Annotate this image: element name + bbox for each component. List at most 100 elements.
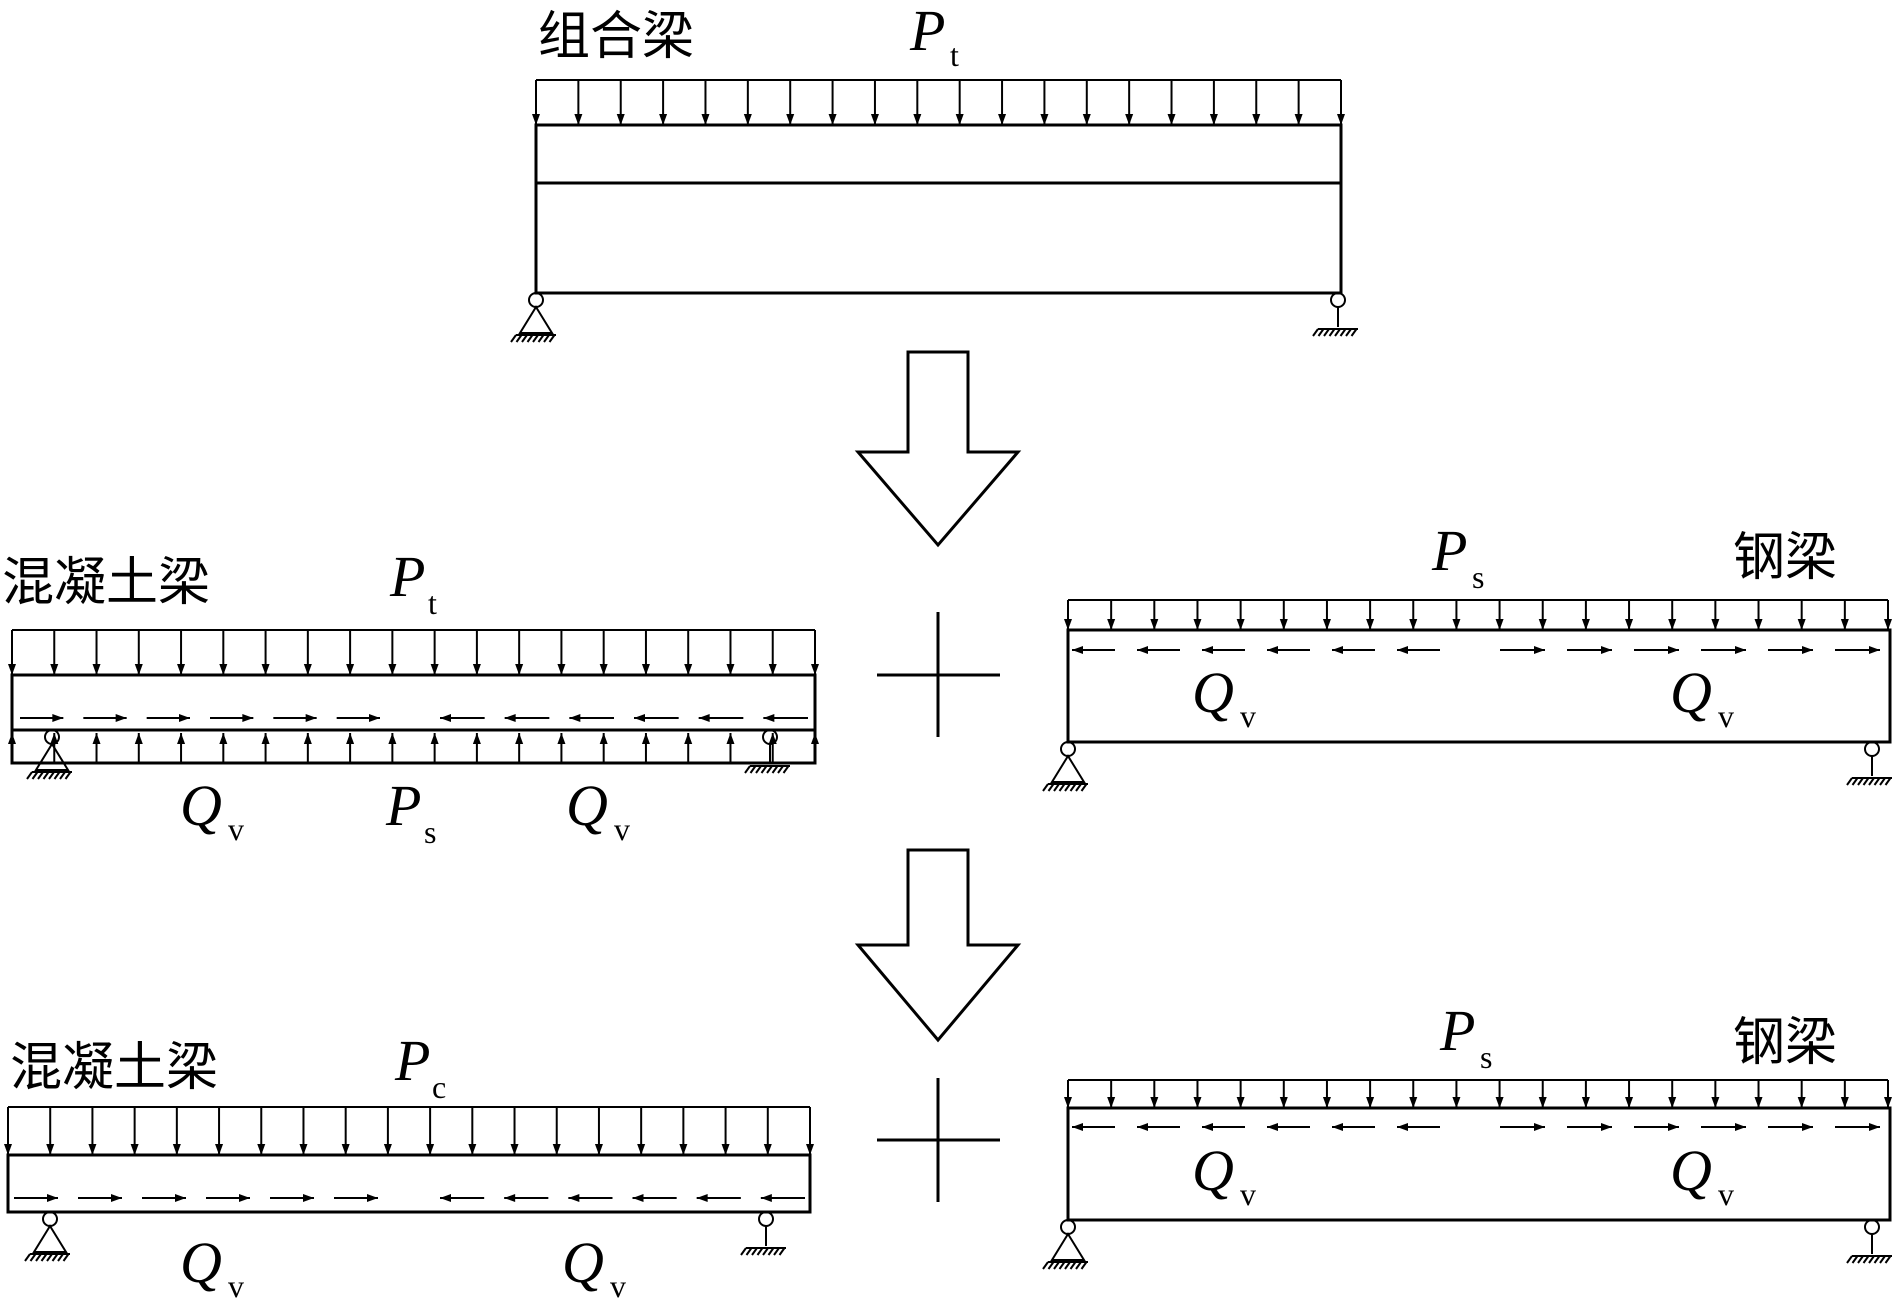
hatch: [1851, 777, 1859, 786]
arrowhead: [1072, 646, 1083, 654]
arrowhead: [219, 733, 228, 744]
hatch: [1334, 328, 1341, 337]
hatch: [51, 1253, 59, 1262]
arrowhead: [472, 733, 481, 744]
arrowhead: [1366, 1097, 1375, 1108]
plus-sign-icon: [877, 612, 1000, 737]
bottom-load-label: P s: [385, 773, 436, 850]
arrowhead: [599, 733, 608, 744]
arrowhead: [1337, 114, 1345, 125]
arrowhead: [1322, 1097, 1331, 1108]
hatch: [1047, 783, 1055, 792]
interface-shear-arrows: [1072, 1123, 1880, 1131]
arrowhead: [1397, 1123, 1408, 1131]
arrowhead: [426, 1144, 435, 1155]
hatch: [1075, 1261, 1082, 1270]
hatch: [24, 1253, 31, 1262]
composite-beam-body: [534, 123, 1343, 295]
arrowhead: [1884, 1097, 1892, 1108]
arrowhead: [721, 1144, 730, 1155]
arrowhead: [1495, 1097, 1504, 1108]
shear-subscript: v: [1718, 1176, 1734, 1212]
hatch: [745, 1247, 753, 1256]
hatch: [1047, 1261, 1055, 1270]
composite-beam-title: 组合梁: [538, 7, 694, 67]
arrowhead: [346, 733, 355, 744]
hinge: [1330, 292, 1346, 308]
arrowhead: [1711, 619, 1720, 630]
arrowhead: [472, 664, 481, 675]
shear-symbol: Q: [566, 773, 608, 838]
arrowhead: [557, 733, 566, 744]
arrowhead: [515, 733, 524, 744]
arrowhead: [763, 1144, 772, 1155]
arrowhead: [1668, 619, 1677, 630]
hatch: [26, 771, 33, 780]
hatch: [1064, 783, 1071, 792]
hatch: [782, 765, 790, 774]
arrowhead: [115, 714, 127, 722]
arrowhead: [341, 1144, 350, 1155]
hatch: [57, 1253, 64, 1262]
triangle: [518, 305, 554, 334]
decompose-arrow-icon: [854, 848, 1022, 1043]
hinge: [1060, 741, 1076, 757]
load-symbol: P: [385, 773, 421, 838]
arrowhead: [388, 733, 397, 744]
arrowhead: [641, 733, 650, 744]
arrowhead: [510, 1144, 519, 1155]
load-symbol: P: [394, 1028, 430, 1093]
arrowhead: [1869, 1123, 1880, 1131]
roller-support-icon: [744, 729, 790, 774]
concrete-beam-title: 混凝土梁: [10, 1038, 218, 1098]
concrete-beam-body: [6, 1153, 812, 1214]
hatch: [1873, 777, 1881, 786]
arrowhead: [1668, 1123, 1679, 1131]
arrowhead: [179, 714, 190, 722]
arrowhead: [1366, 619, 1375, 630]
arrowhead: [594, 1144, 603, 1155]
shear-subscript: v: [614, 811, 630, 847]
hatch: [1350, 328, 1358, 337]
arrowhead: [786, 114, 795, 125]
hatch: [1075, 783, 1082, 792]
arrowhead: [811, 733, 819, 744]
hatch: [37, 771, 44, 780]
distributed-load-pc: [4, 1106, 814, 1155]
arrowhead: [870, 114, 879, 125]
arrowhead: [1840, 1097, 1849, 1108]
top-load-label: P t: [389, 544, 437, 621]
interface-shear-arrows: [1072, 646, 1880, 654]
hatch: [760, 765, 768, 774]
arrowhead: [1668, 1097, 1677, 1108]
arrowhead: [261, 664, 270, 675]
hatch: [64, 771, 72, 780]
arrowhead: [215, 1144, 224, 1155]
arrowhead: [369, 714, 380, 722]
shear-symbol: Q: [180, 1230, 222, 1295]
arrowhead: [1064, 1097, 1072, 1108]
hatch: [1312, 328, 1319, 337]
hatch: [35, 1253, 42, 1262]
arrowhead: [1202, 1123, 1213, 1131]
hatch: [1873, 1255, 1881, 1264]
arrowhead: [1711, 1097, 1720, 1108]
arrowhead: [1625, 619, 1634, 630]
arrowhead: [440, 714, 451, 722]
arrowhead: [1267, 1123, 1278, 1131]
arrowhead: [440, 1194, 451, 1202]
hatch: [1884, 1255, 1892, 1264]
arrowhead: [177, 664, 186, 675]
arrowhead: [828, 114, 837, 125]
shear-label-left: Q v: [180, 773, 244, 847]
steel-beam-row3: 钢梁 P s Q v Q v: [1042, 998, 1892, 1270]
hatch: [532, 334, 539, 343]
hinge: [1864, 1219, 1880, 1235]
hatch: [59, 771, 66, 780]
arrowhead: [504, 1194, 516, 1202]
hatch: [767, 1247, 775, 1256]
hatch: [1879, 777, 1886, 786]
arrowhead: [1797, 1097, 1806, 1108]
arrowhead: [1322, 619, 1331, 630]
